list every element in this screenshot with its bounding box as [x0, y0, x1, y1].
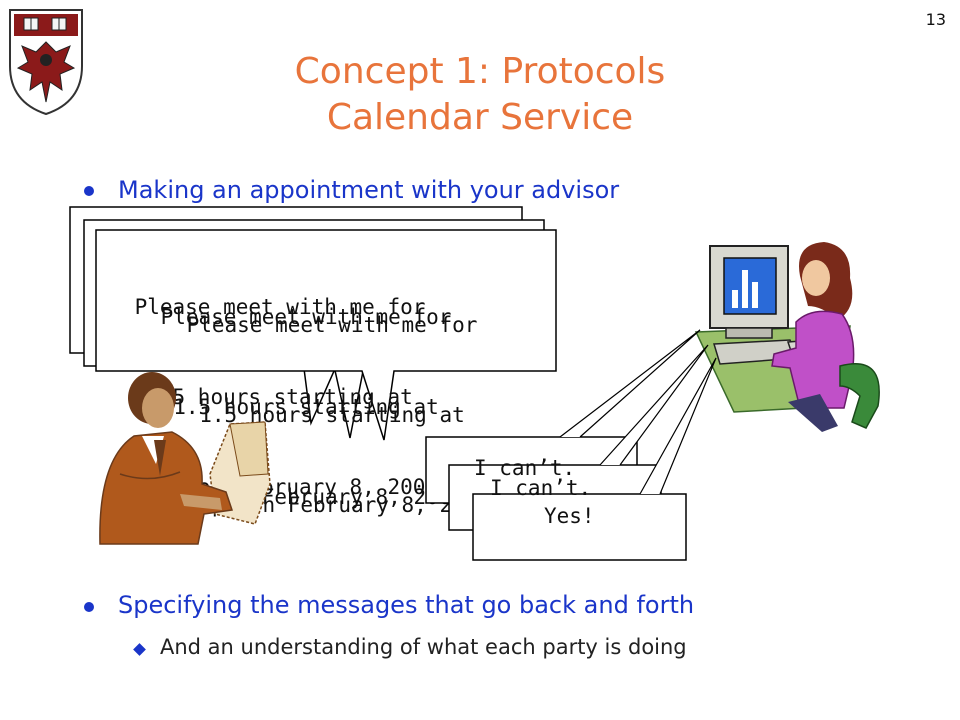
advisor-at-computer-icon	[690, 236, 890, 436]
student-at-computer-icon	[80, 364, 280, 554]
page-number: 13	[925, 10, 946, 29]
request-1-line1: Please meet with me for	[134, 295, 426, 319]
request-bubble-3	[94, 228, 894, 528]
request-3-line2: 1.5 hours starting at	[199, 403, 465, 427]
slide-title-line1: Concept 1: Protocols	[294, 51, 666, 92]
university-crest-icon	[6, 6, 86, 118]
bullet-dot-icon	[84, 602, 94, 612]
bullet-making-appointment: Making an appointment with your advisor	[118, 176, 620, 204]
slide-title-line2: Calendar Service	[326, 97, 634, 138]
bullet-specifying-messages: Specifying the messages that go back and…	[118, 591, 695, 619]
diamond-bullet-icon	[133, 643, 146, 656]
reply-text-2: I can’t.	[490, 476, 592, 500]
reply-text-1: I can’t.	[474, 456, 576, 480]
bullet-dot-icon	[84, 186, 94, 196]
sub-bullet-understanding: And an understanding of what each party …	[160, 635, 687, 659]
request-3-line1: Please meet with me for	[186, 313, 478, 337]
reply-text-3: Yes!	[544, 504, 595, 528]
request-2-line2: 1.5 hours starting at	[173, 395, 439, 419]
request-2-line1: Please meet with me for	[160, 305, 452, 329]
